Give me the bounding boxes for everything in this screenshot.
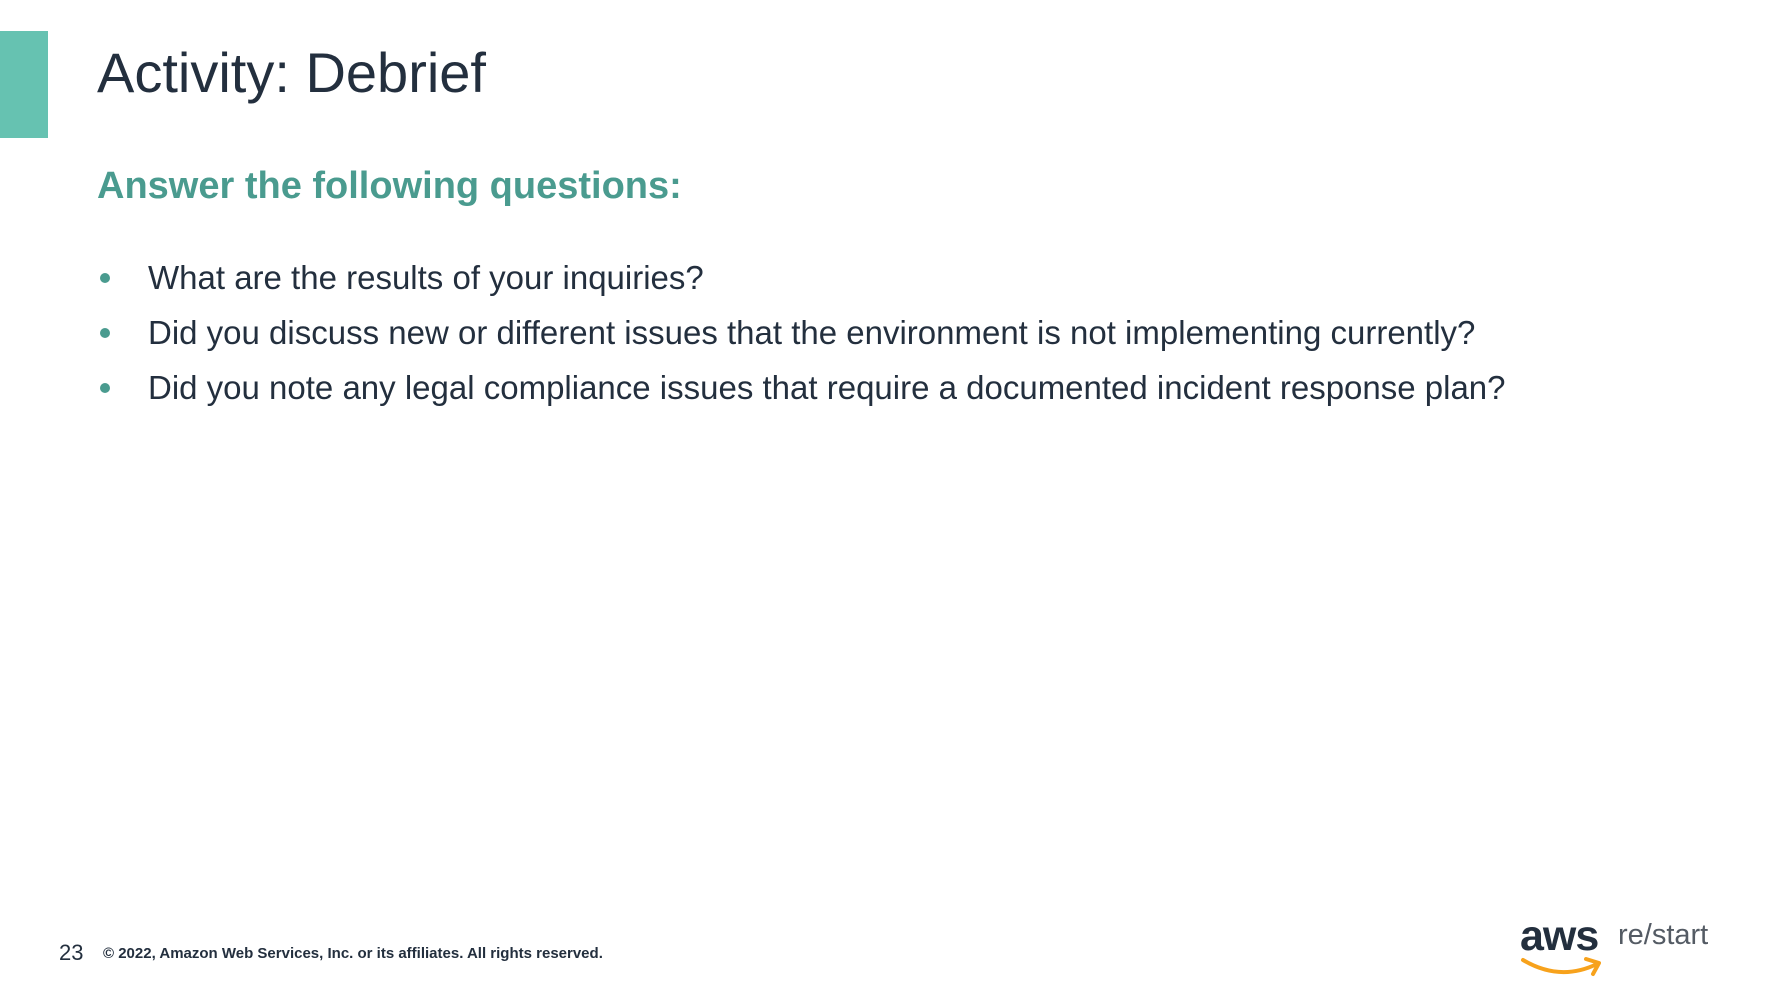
aws-wordmark: aws [1520,912,1599,960]
question-item: Did you discuss new or different issues … [97,305,1506,360]
question-list: What are the results of your inquiries? … [97,250,1506,415]
bullet-dot-icon [100,327,110,338]
question-item: What are the results of your inquiries? [97,250,1506,305]
question-text: What are the results of your inquiries? [148,258,704,296]
page-number: 23 [59,940,84,965]
slide-title: Activity: Debrief [97,41,486,104]
copyright-notice: © 2022, Amazon Web Services, Inc. or its… [103,945,603,962]
slide-subtitle: Answer the following questions: [97,165,682,207]
question-text: Did you note any legal compliance issues… [148,368,1506,406]
restart-wordmark: re/start [1618,919,1709,951]
title-accent-bar [0,31,48,138]
aws-restart-logo: aws re/start [1520,915,1730,985]
bullet-dot-icon [100,272,110,283]
bullet-dot-icon [100,382,110,393]
question-text: Did you discuss new or different issues … [148,313,1476,351]
question-item: Did you note any legal compliance issues… [97,360,1506,415]
amazon-smile-icon [1521,957,1601,976]
